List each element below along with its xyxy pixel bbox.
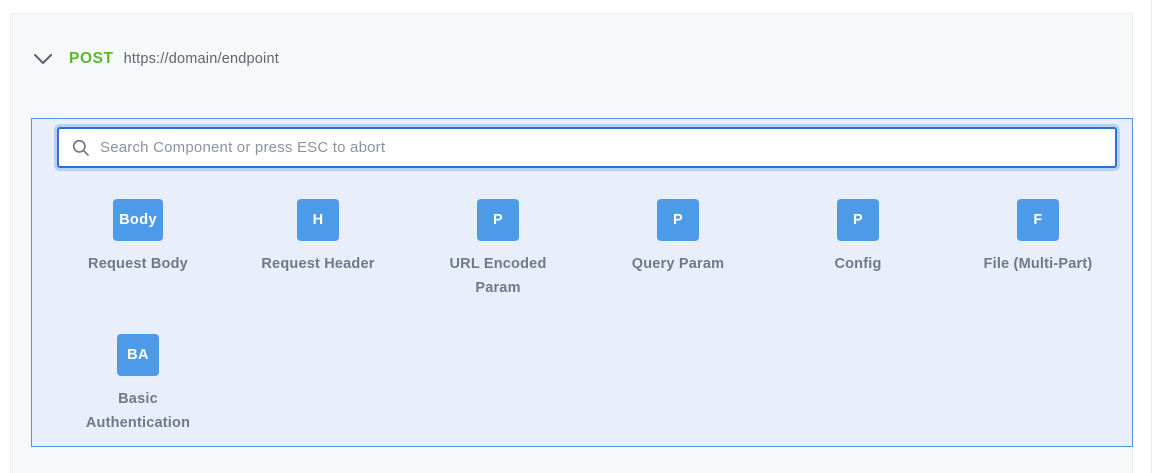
component-row-1: Body Request Body H Request Header P URL… [48,199,1128,300]
component-label: URL Encoded Param [449,256,547,296]
pane-divider [1151,0,1152,473]
component-item-basic-authentication[interactable]: BA Basic Authentication [48,334,228,435]
component-badge: P [657,199,699,241]
request-card: POST https://domain/endpoint Body Reques… [10,13,1133,473]
component-label: Query Param [631,256,725,272]
component-item-url-encoded-param[interactable]: P URL Encoded Param [408,199,588,300]
component-badge: Body [113,199,163,241]
request-method: POST [69,50,114,67]
component-badge: P [477,199,519,241]
component-item-file-multi-part[interactable]: F File (Multi-Part) [948,199,1128,300]
search-icon [72,139,90,157]
request-url: https://domain/endpoint [123,51,279,67]
component-badge: BA [117,334,159,376]
component-label: Request Header [261,256,375,272]
component-badge: F [1017,199,1059,241]
component-row-2: BA Basic Authentication [48,334,228,435]
component-picker-panel: Body Request Body H Request Header P URL… [31,118,1133,447]
search-input[interactable] [100,139,1102,156]
component-item-request-body[interactable]: Body Request Body [48,199,228,300]
component-label: Request Body [88,256,188,272]
component-item-request-header[interactable]: H Request Header [228,199,408,300]
request-header-row[interactable]: POST https://domain/endpoint [34,48,279,70]
chevron-down-icon[interactable] [34,53,52,65]
component-label: File (Multi-Part) [983,256,1093,272]
component-badge: P [837,199,879,241]
component-item-config[interactable]: P Config [768,199,948,300]
component-item-query-param[interactable]: P Query Param [588,199,768,300]
component-search-box[interactable] [57,127,1117,168]
component-badge: H [297,199,339,241]
component-label: Basic Authentication [85,391,191,431]
component-label: Config [834,256,882,272]
